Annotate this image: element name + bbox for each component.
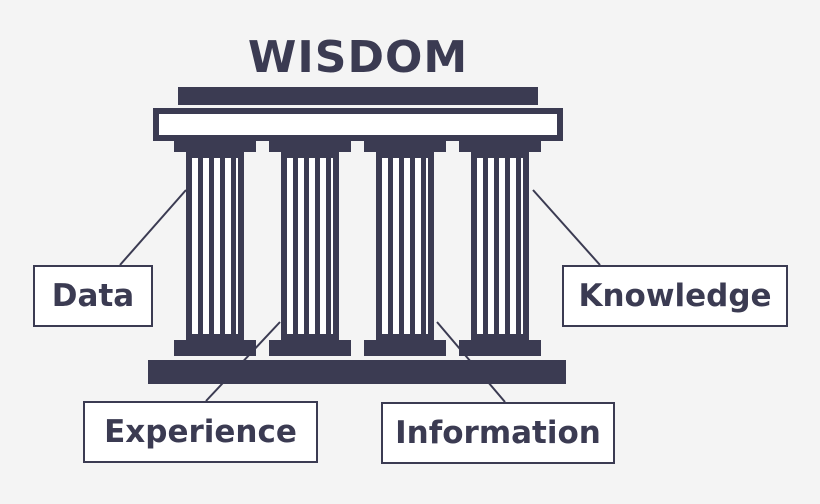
entablature	[153, 108, 563, 141]
label-knowledge: Knowledge	[562, 265, 788, 327]
diagram-title: WISDOM	[247, 32, 469, 83]
roof-top	[178, 87, 538, 105]
temple-base	[148, 360, 566, 384]
connector-data	[119, 189, 187, 266]
column-2	[269, 138, 351, 356]
columns	[174, 138, 541, 356]
column-3	[364, 138, 446, 356]
label-information: Information	[381, 402, 615, 464]
label-data: Data	[33, 265, 153, 327]
connector-knowledge	[532, 189, 601, 266]
column-4	[459, 138, 541, 356]
column-1	[174, 138, 256, 356]
label-experience: Experience	[83, 401, 318, 463]
